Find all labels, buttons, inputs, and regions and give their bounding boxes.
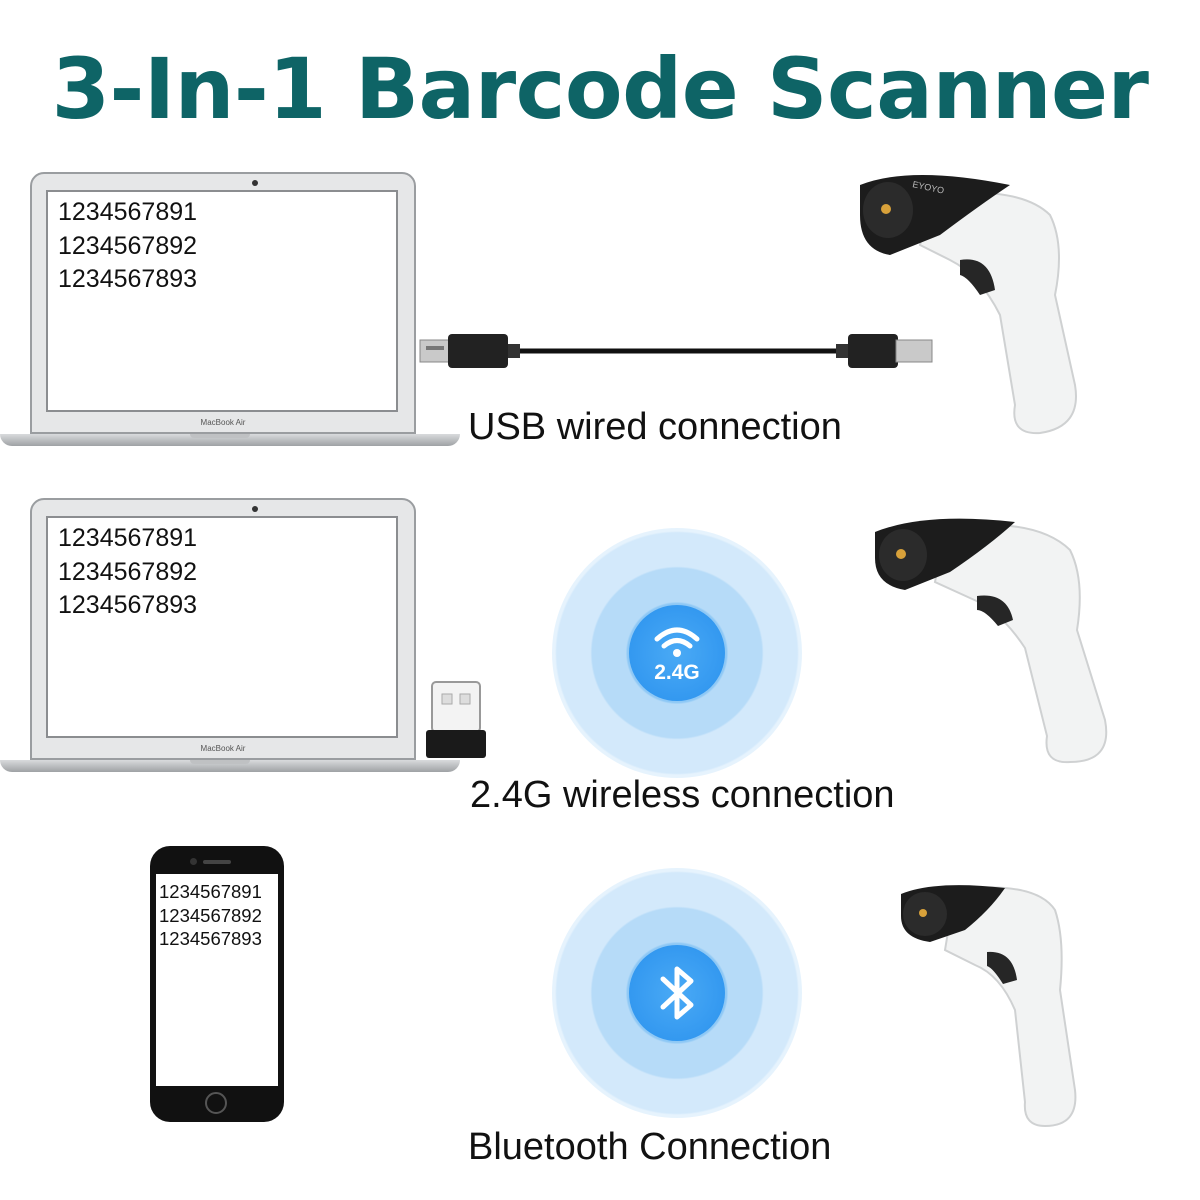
scan-output-line: 1234567892 [58,231,198,260]
connection-label: 2.4G wireless connection [470,774,895,816]
phone-screen: 1234567891 1234567892 1234567893 [156,874,278,1086]
front-camera-icon [190,858,197,865]
bluetooth-signal-badge [552,868,802,1118]
laptop-brand: MacBook Air [200,418,246,427]
scan-output-line: 1234567892 [159,904,262,926]
page-title: 3-In-1 Barcode Scanner [51,40,1149,138]
signal-core [629,945,725,1041]
scan-output-line: 1234567893 [58,265,198,293]
scan-output-list: 1234567891 1234567892 1234567893 [58,522,197,623]
laptop-brand: MacBook Air [200,744,246,753]
wifi-icon [654,627,700,657]
scan-output-line: 1234567893 [159,928,262,949]
laptop-screen: 1234567891 1234567892 1234567893 [46,516,398,738]
connection-label: USB wired connection [468,406,842,448]
scan-output-line: 1234567891 [159,881,262,902]
scan-output-list: 1234567891 1234567892 1234567893 [159,880,262,951]
scan-output-line: 1234567891 [58,524,198,552]
signal-core: 2.4G [629,605,725,701]
scan-output-line: 1234567892 [58,557,198,586]
earpiece [203,860,231,864]
laptop-usb: 1234567891 1234567892 1234567893 MacBook… [0,172,460,448]
scan-output-list: 1234567891 1234567892 1234567893 [58,196,197,297]
webcam-icon [252,180,258,186]
usb-dongle-icon [426,681,486,758]
scan-output-line: 1234567891 [58,198,198,226]
wireless-signal-badge: 2.4G [552,528,802,778]
laptop-base [0,434,460,446]
usb-cable-icon [419,334,933,368]
bluetooth-icon [660,966,694,1020]
scan-output-line: 1234567893 [58,591,198,619]
wireless-band-text: 2.4G [654,661,700,684]
home-button [205,1092,227,1114]
webcam-icon [252,506,258,512]
laptop-screen: 1234567891 1234567892 1234567893 [46,190,398,412]
smartphone: 1234567891 1234567892 1234567893 [150,846,284,1122]
barcode-scanner-image [875,518,1108,764]
barcode-scanner-image: EYOYO [860,175,1077,435]
connection-label: Bluetooth Connection [468,1126,832,1168]
laptop-base [0,760,460,772]
laptop-lid: 1234567891 1234567892 1234567893 MacBook… [30,498,416,760]
laptop-lid: 1234567891 1234567892 1234567893 MacBook… [30,172,416,434]
laptop-wireless: 1234567891 1234567892 1234567893 MacBook… [0,498,460,774]
barcode-scanner-image [901,885,1077,1128]
